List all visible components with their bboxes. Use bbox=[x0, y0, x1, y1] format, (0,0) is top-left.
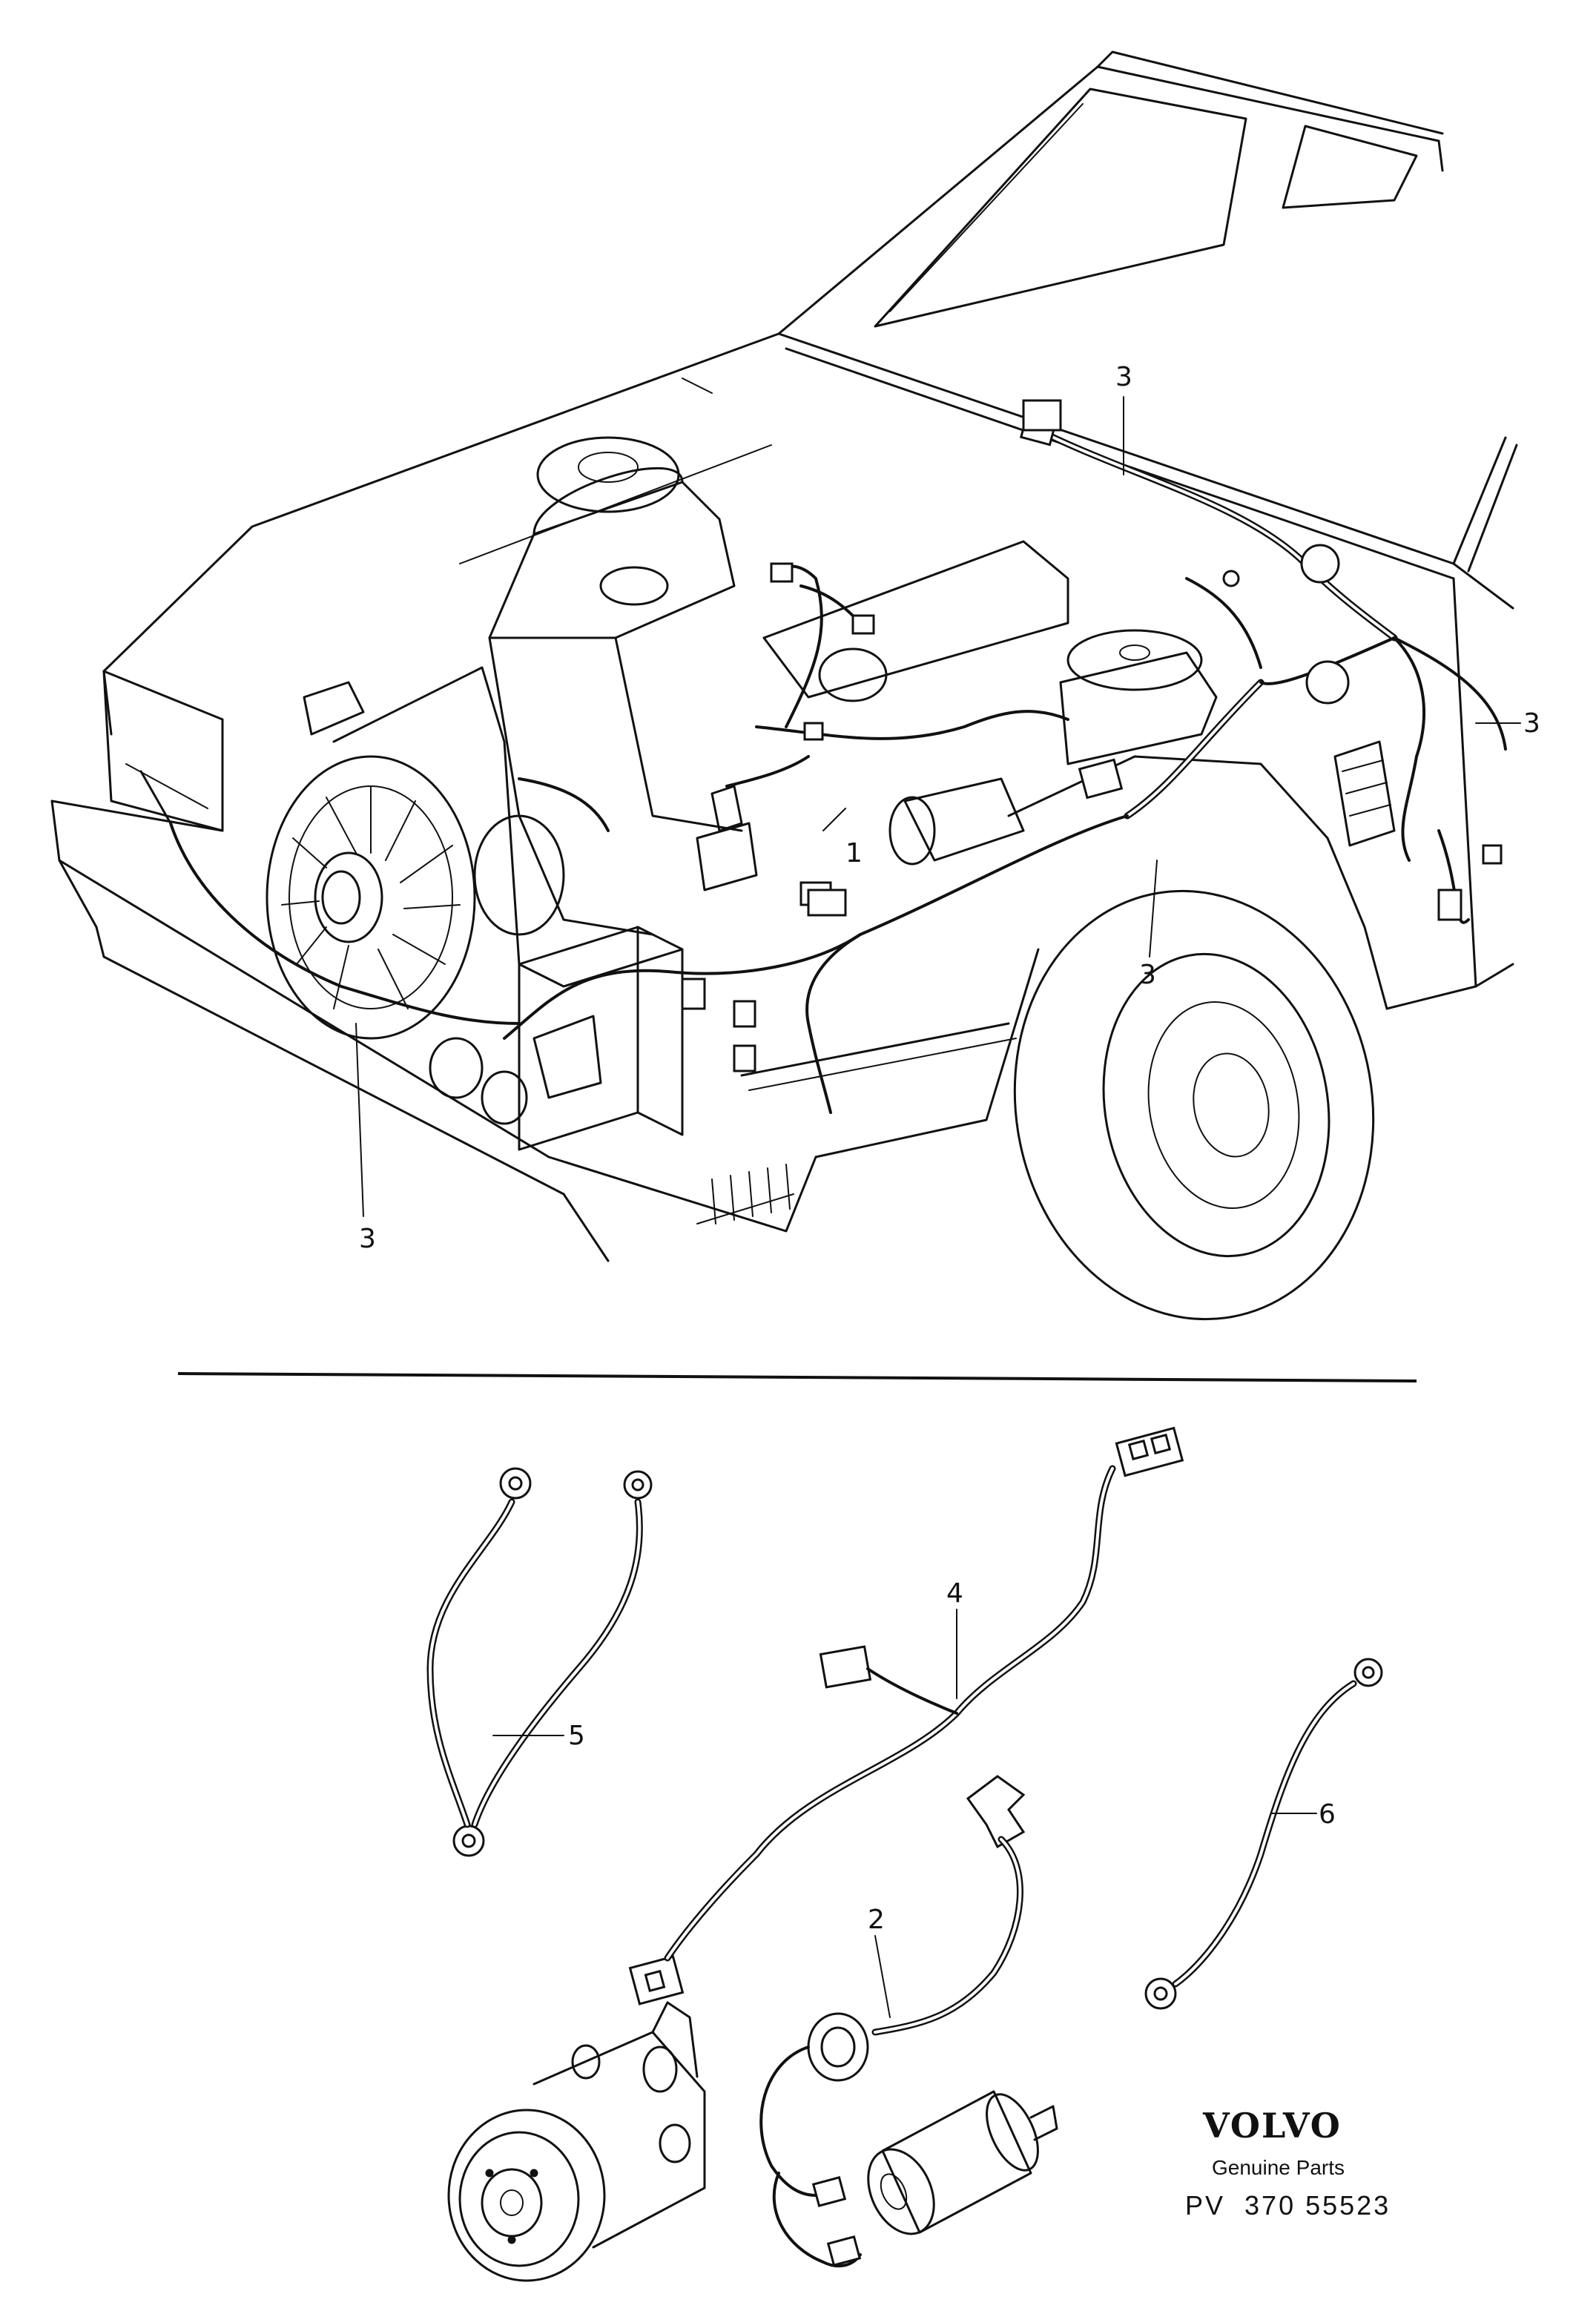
front-wheel bbox=[1013, 889, 1375, 1321]
ac-compressor bbox=[447, 2001, 706, 2282]
brand-tagline: Genuine Parts bbox=[1212, 2156, 1345, 2179]
harness-connectors bbox=[681, 399, 1503, 1072]
callout-6: 6 bbox=[1319, 1799, 1336, 1830]
callout-4: 4 bbox=[946, 1578, 963, 1609]
part-5-ground-straps bbox=[426, 1467, 653, 1857]
callout-2: 2 bbox=[868, 1905, 885, 1935]
part-reference-number: PV 370 55523 bbox=[1185, 2190, 1391, 2221]
callout-5: 5 bbox=[568, 1721, 585, 1751]
car-illustration bbox=[50, 50, 1521, 1321]
callout-3-mid: 3 bbox=[1139, 960, 1156, 990]
callout-3-left: 3 bbox=[359, 1224, 376, 1254]
callout-1: 1 bbox=[845, 838, 863, 868]
brand-name: VOLVO bbox=[1202, 2106, 1342, 2146]
upper-callout-leaders bbox=[355, 396, 1521, 1217]
part-6-ground-cable bbox=[1144, 1658, 1383, 2010]
lower-grille-slats bbox=[696, 1164, 794, 1224]
section-divider bbox=[177, 1372, 1417, 1382]
volvo-logo-block: VOLVO Genuine Parts PV 370 55523 bbox=[1185, 2106, 1391, 2221]
part-4-harness bbox=[628, 1426, 1184, 2005]
callout-3-top: 3 bbox=[1115, 362, 1132, 392]
engine-block bbox=[429, 436, 1396, 1151]
main-wiring-harness bbox=[169, 426, 1507, 1114]
part-2-sensor-lead bbox=[759, 1775, 1058, 2268]
callout-3-right: 3 bbox=[1523, 708, 1540, 739]
